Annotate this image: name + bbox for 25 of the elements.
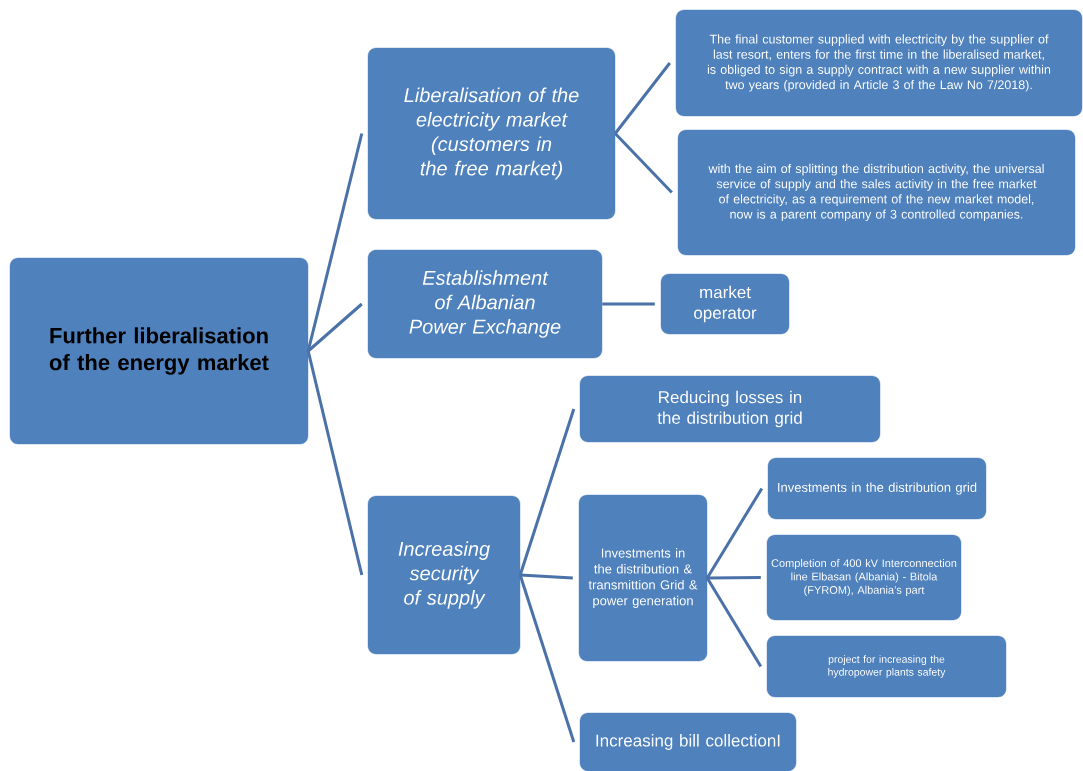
connector-line: [307, 302, 363, 353]
connector-line: [614, 62, 671, 135]
branch-box: Increasing security of supply: [367, 495, 521, 655]
detail-box: Investments in the distribution grid: [767, 457, 987, 520]
detail-box: Increasing bill collectionI: [579, 712, 797, 771]
branch-box: Liberalisation of the electricity market (customers in the free market): [367, 47, 616, 220]
detail-box: The final customer supplied with electricity by the supplier of last resort, enters for the first time in the liberalised market, is obliged to sign a supply contract with a new supplier within two years (provided in Article 3 of the Law No 7/2018).: [675, 9, 1083, 117]
connector-line: [705, 577, 763, 668]
connector-line: [306, 133, 364, 352]
connector-line: [614, 132, 673, 194]
topic-box: Further liberalisation of the energy market: [9, 257, 309, 445]
detail-box: Completion of 400 kV Interconnection line Elbasan (Albania) - Bitola (FYROM), Albania’s part: [766, 534, 962, 621]
connector-line: [520, 573, 573, 580]
detail-box: with the aim of splitting the distribution activity, the universal service of supply and the sales activity in the free market of electricity, as a requirement of the new market model, now is a parent company of 3 controlled companies.: [677, 129, 1076, 256]
connector-line: [518, 408, 576, 576]
detail-box: project for increasing the hydropower plants safety: [766, 635, 1007, 698]
branch-box: Establishment of Albanian Power Exchange: [367, 249, 603, 359]
connector-line: [518, 574, 576, 743]
detail-box: Investments in the distribution & transmittion Grid & power generation: [578, 494, 708, 662]
connector-line: [306, 350, 364, 576]
detail-box: market operator: [660, 273, 790, 335]
connector-line: [707, 576, 761, 580]
connector-line: [602, 302, 655, 306]
connector-line: [705, 487, 764, 579]
detail-box: Reducing losses in the distribution grid: [579, 375, 881, 443]
